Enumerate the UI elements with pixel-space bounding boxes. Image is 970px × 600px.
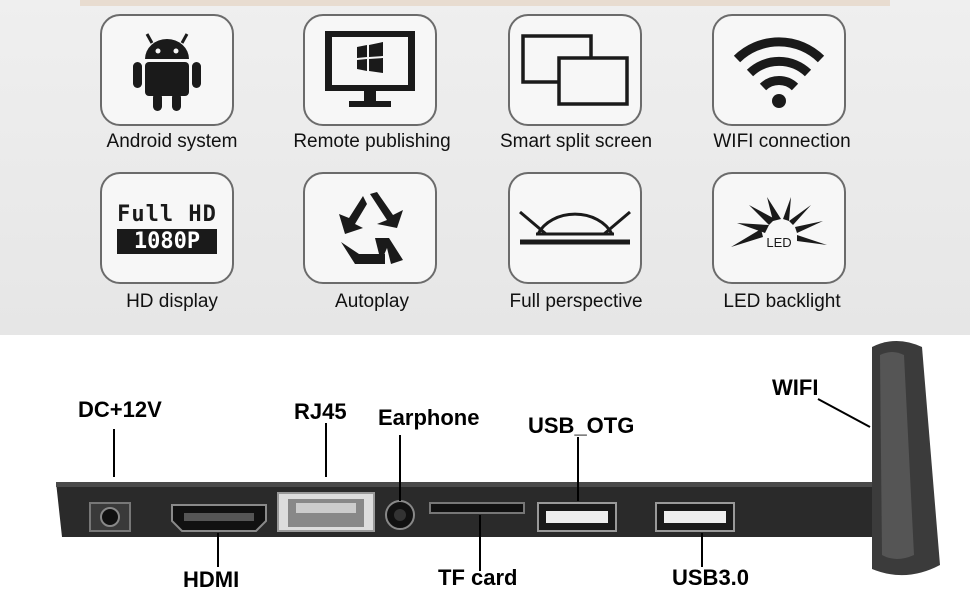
android-icon [133, 33, 201, 111]
android-card [100, 14, 234, 126]
split-screen-icon [521, 34, 629, 106]
features-panel: Android system Remote publishing Smart s… [0, 0, 970, 335]
ports-diagram: DC+12V RJ45 Earphone USB_OTG WIFI HDMI T… [0, 335, 970, 600]
led-backlight-card: LED [712, 172, 846, 284]
recycle-icon [339, 192, 403, 264]
led-backlight-icon: LED [731, 197, 827, 250]
top-strip [80, 0, 890, 6]
hd-display-card: Full HD 1080P [100, 172, 234, 284]
monitor-windows-icon [325, 31, 415, 107]
tf-card-slot [429, 502, 525, 514]
feature-label-led: LED backlight [723, 291, 841, 312]
led-badge-text: LED [766, 235, 791, 250]
wifi-card [712, 14, 846, 126]
perspective-card [508, 172, 642, 284]
port-label-usb-otg: USB_OTG [528, 413, 635, 438]
port-label-usb3: USB3.0 [672, 565, 750, 590]
feature-label-android: Android system [106, 131, 238, 152]
resolution-text: 1080P [117, 229, 217, 254]
port-label-tf-card: TF card [438, 565, 518, 590]
port-label-earphone: Earphone [378, 405, 480, 430]
feature-label-perspective: Full perspective [509, 291, 643, 312]
autoplay-card [303, 172, 437, 284]
feature-label-hd: HD display [126, 291, 218, 312]
port-label-hdmi: HDMI [183, 567, 240, 592]
feature-label-split: Smart split screen [499, 131, 653, 152]
wifi-icon [733, 37, 825, 108]
perspective-icon [519, 210, 631, 245]
port-label-dc: DC+12V [78, 397, 162, 422]
device-side-panel [56, 341, 940, 576]
feature-label-remote: Remote publishing [293, 131, 451, 152]
remote-publishing-card [303, 14, 437, 126]
port-label-wifi: WIFI [772, 375, 819, 400]
feature-label-autoplay: Autoplay [335, 291, 409, 312]
full-hd-icon: Full HD 1080P [117, 202, 217, 254]
split-screen-card [508, 14, 642, 126]
port-label-rj45: RJ45 [294, 399, 347, 424]
full-hd-text: Full HD [117, 202, 217, 227]
feature-label-wifi: WIFI connection [713, 131, 851, 152]
